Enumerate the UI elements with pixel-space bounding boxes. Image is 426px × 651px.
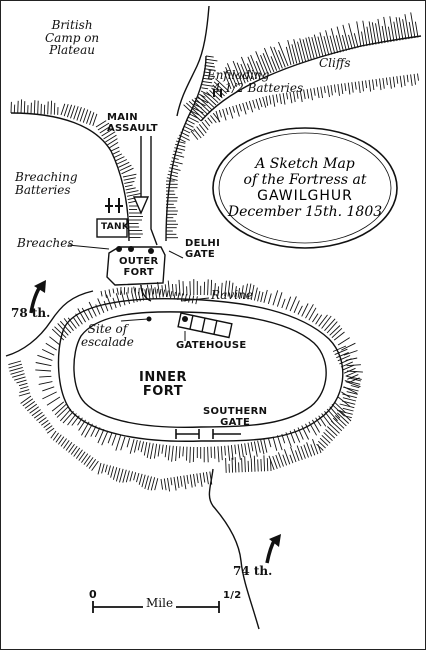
label-78th: 78 th. [11, 307, 50, 320]
south-stream [209, 469, 259, 629]
label-ravine: Ravine [211, 289, 253, 302]
label-main-assault: MAIN ASSAULT [107, 113, 158, 134]
breaching-battery-marks [105, 198, 123, 213]
label-cliffs: Cliffs [319, 57, 351, 70]
label-gatehouse: GATEHOUSE [176, 341, 247, 352]
west-stream [6, 291, 93, 356]
map-title: A Sketch Map of the Fortress at GAWILGHU… [213, 129, 397, 247]
scale-end-label: 1/2 [223, 591, 241, 602]
scale-unit-label: Mile [143, 597, 176, 610]
label-inner-fort: INNER FORT [139, 371, 187, 398]
title-line-1: A Sketch Map [255, 156, 355, 172]
southern-gate-marks [176, 429, 241, 439]
label-breaches: Breaches [17, 237, 74, 250]
title-line-3: GAWILGHUR [257, 188, 353, 204]
label-southern-gate: SOUTHERN GATE [203, 407, 267, 428]
label-breaching-batteries: Breaching Batteries [15, 171, 78, 196]
outlines [6, 6, 421, 629]
label-enfilading-batteries: Enfilading 4 1/2 Batteries [207, 69, 303, 94]
label-outer-fort: OUTER FORT [119, 257, 158, 278]
right-ridge-edge [166, 56, 206, 241]
label-british-camp: British Camp on Plateau [45, 19, 99, 57]
north-stream [177, 6, 209, 116]
label-site-of-escalade: Site of escalade [81, 323, 134, 348]
label-74th: 74 th. [233, 565, 272, 578]
arrow-74th [267, 534, 281, 563]
label-tank: TANK [101, 223, 129, 232]
title-line-4: December 15th. 1803 [228, 204, 382, 220]
scale-start-label: 0 [89, 589, 97, 601]
title-line-2: of the Fortress at [244, 172, 367, 188]
